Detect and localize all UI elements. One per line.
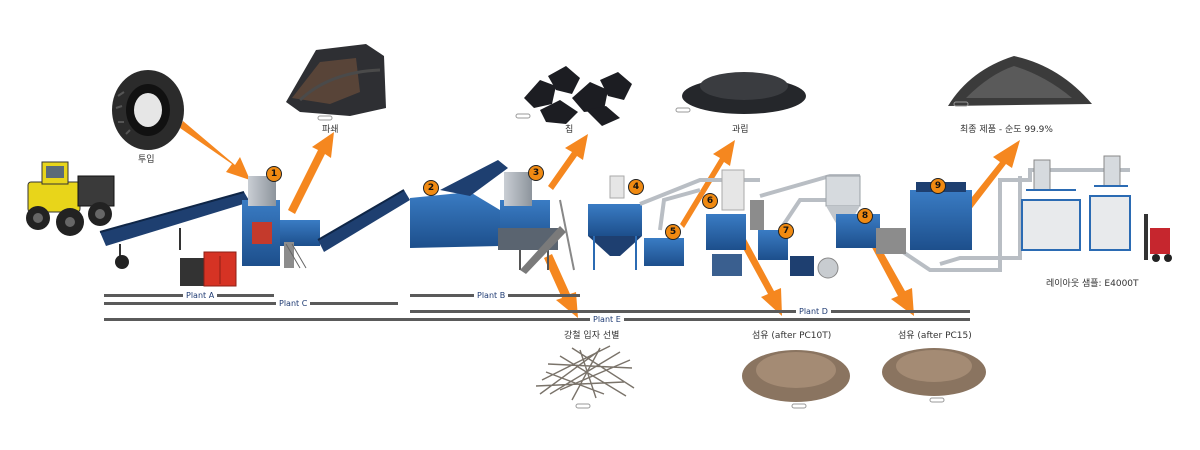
granulator-2 [410, 160, 575, 274]
label-steel: 강철 입자 선별 [564, 331, 620, 341]
separator-4 [588, 175, 642, 270]
plant-b-label: Plant B [474, 291, 509, 301]
step-badge: 3 [528, 165, 544, 181]
arrow-fiber2 [868, 236, 914, 316]
fiber-icon [742, 348, 986, 402]
label-layout-sample: 레이아웃 샘플: E4000T [1046, 279, 1139, 289]
forklift-icon [1144, 214, 1172, 262]
label-fiber-pc15: 섬유 (after PC15) [898, 331, 972, 341]
arrow-final [960, 140, 1020, 216]
label-fiber-pc10t: 섬유 (after PC10T) [752, 331, 832, 341]
plant-d-label: Plant D [796, 307, 831, 317]
step-badge: 6 [702, 193, 718, 209]
arrow-granule [680, 140, 735, 228]
label-input: 투입 [138, 155, 155, 165]
scale-clips [317, 101, 969, 409]
step-badge: 8 [857, 208, 873, 224]
rail-plant-c [104, 302, 398, 305]
label-final: 최종 제품 - 순도 99.9% [960, 125, 1053, 135]
cyclone-8 [817, 175, 906, 279]
plant-a-label: Plant A [183, 291, 218, 301]
arrow-input [180, 121, 250, 180]
shredded-rubber-icon [286, 44, 386, 116]
control-cabinets [180, 251, 237, 287]
shredder-station-1 [242, 176, 320, 269]
step-badge: 5 [665, 224, 681, 240]
rail-plant-e [104, 318, 970, 321]
arrow-steel [544, 254, 578, 318]
conveyor-1 [99, 191, 250, 269]
granules-icon [682, 72, 806, 114]
plant-e-label: Plant E [590, 315, 624, 325]
label-chip: 칩 [565, 125, 574, 135]
tire-icon [112, 70, 184, 150]
label-granule: 과립 [732, 125, 749, 135]
steel-wire-icon [535, 345, 635, 401]
rail-plant-d [410, 310, 970, 313]
plant-c-label: Plant C [276, 299, 311, 309]
rubber-chips-icon [524, 66, 632, 126]
arrow-chip [548, 134, 588, 190]
silo-bagging [1021, 155, 1131, 251]
arrow-shred [288, 132, 334, 214]
step-badge: 2 [423, 180, 439, 196]
rubber-powder-icon [948, 56, 1092, 106]
conveyor-2 [317, 189, 410, 252]
step-badge: 1 [266, 166, 282, 182]
grinding-line-5-7 [644, 169, 814, 276]
wheel-loader-icon [26, 161, 115, 236]
step-badge: 7 [778, 223, 794, 239]
step-badge: 4 [628, 179, 644, 195]
label-shred: 파쇄 [322, 125, 339, 135]
step-badge: 9 [930, 178, 946, 194]
